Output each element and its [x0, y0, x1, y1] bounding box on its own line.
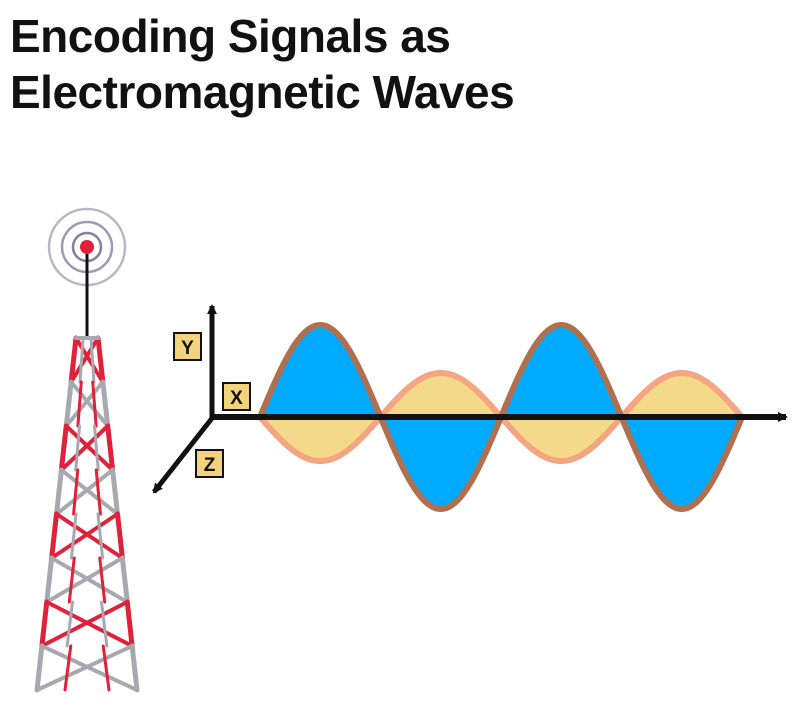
tower-strut	[89, 336, 96, 384]
tower-strut	[98, 556, 107, 604]
coordinate-axes	[152, 304, 788, 494]
tower-strut	[39, 600, 130, 648]
tower-strut	[49, 511, 59, 561]
axis-label-x: X	[222, 382, 251, 411]
axis-label-z: Z	[195, 449, 224, 478]
tower-strut	[74, 424, 82, 472]
tower-strut	[74, 336, 105, 384]
tower-strut	[96, 512, 105, 560]
tower-strut	[49, 556, 130, 604]
tower-strut	[39, 644, 139, 692]
tower-strut	[68, 335, 79, 385]
tower-strut	[95, 335, 106, 385]
tower-strut	[100, 379, 111, 429]
tower-strut	[59, 468, 120, 516]
tower-strut	[94, 468, 102, 516]
tower-strut	[65, 600, 75, 648]
title-line-1: Encoding Signals as	[10, 10, 451, 62]
tower-strut	[44, 556, 125, 604]
tower-strut	[39, 599, 50, 649]
tower-strut	[58, 423, 69, 473]
svg-text:Z: Z	[204, 455, 216, 476]
tower-strut	[110, 467, 120, 517]
tower-strut	[76, 380, 83, 428]
tower-strut	[72, 468, 80, 516]
tower-strut	[91, 380, 98, 428]
tower-strut	[78, 336, 85, 384]
tower-strut	[115, 511, 125, 561]
tower-strut	[35, 644, 135, 692]
tower-strut	[69, 336, 100, 384]
tower-strut	[64, 424, 115, 472]
tower-strut	[124, 599, 135, 649]
svg-text:X: X	[230, 388, 243, 409]
tower-strut	[54, 512, 125, 560]
axis-label-y: Y	[173, 332, 202, 361]
tower-strut	[54, 468, 115, 516]
tower-strut	[119, 555, 130, 605]
tower-strut	[49, 512, 120, 560]
tower-strut	[44, 600, 135, 648]
tower-strut	[63, 644, 73, 692]
svg-text:Y: Y	[181, 338, 194, 359]
z-axis-arrow	[152, 415, 215, 494]
tower-strut	[67, 556, 76, 604]
tower-strut	[44, 555, 55, 605]
page-title: Encoding Signals as Electromagnetic Wave…	[10, 8, 515, 120]
tower-strut	[69, 512, 78, 560]
tower-strut	[99, 600, 109, 648]
tower-strut	[105, 423, 116, 473]
tower-strut	[69, 380, 110, 428]
tower-strut	[34, 643, 45, 693]
tower-strut	[92, 424, 100, 472]
tower-strut	[101, 644, 111, 692]
tower-strut	[64, 380, 105, 428]
title-line-2: Electromagnetic Waves	[10, 66, 515, 118]
tower-strut	[63, 379, 74, 429]
tower-strut	[54, 467, 64, 517]
tower-strut	[59, 424, 110, 472]
radio-tower-icon	[34, 207, 140, 693]
tower-frame	[34, 335, 140, 693]
tower-strut	[129, 643, 140, 693]
